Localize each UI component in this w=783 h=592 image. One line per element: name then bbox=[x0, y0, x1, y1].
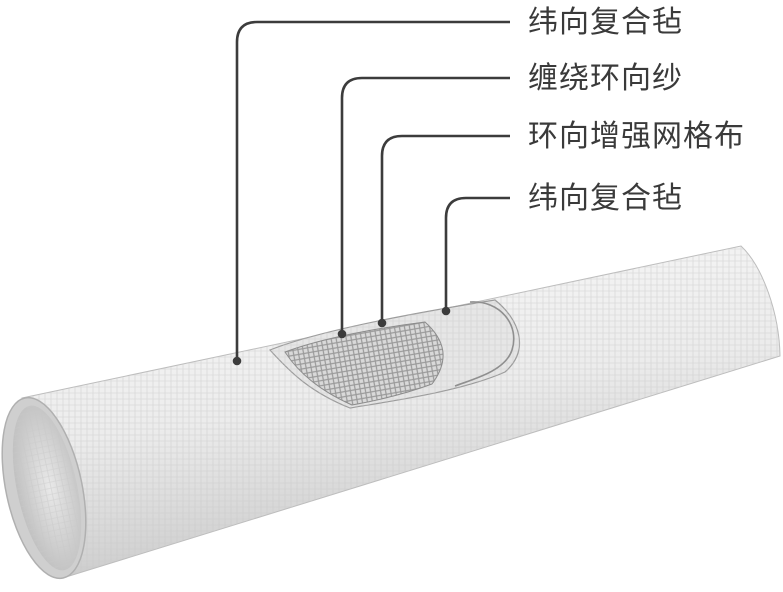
leader-lines bbox=[232, 20, 510, 366]
pipe-body bbox=[21, 245, 781, 578]
callout-outer-felt: 纬向复合毡 bbox=[528, 5, 683, 40]
callout-winding-yarn: 缠绕环向纱 bbox=[528, 61, 683, 96]
callout-mesh: 环向增强网格布 bbox=[528, 119, 745, 154]
pipe-opening bbox=[1, 396, 87, 580]
leader-line-mesh bbox=[380, 134, 510, 323]
leader-line-winding-yarn bbox=[340, 76, 510, 334]
leader-dot-outer-felt bbox=[232, 356, 242, 366]
leader-line-inner-felt bbox=[444, 196, 510, 311]
leader-dot-inner-felt bbox=[441, 306, 451, 316]
leader-dot-winding-yarn bbox=[337, 329, 347, 339]
callout-inner-felt: 纬向复合毡 bbox=[528, 181, 683, 216]
leader-line-outer-felt bbox=[235, 20, 510, 361]
leader-dot-mesh bbox=[377, 318, 387, 328]
cutaway-section bbox=[268, 299, 521, 409]
